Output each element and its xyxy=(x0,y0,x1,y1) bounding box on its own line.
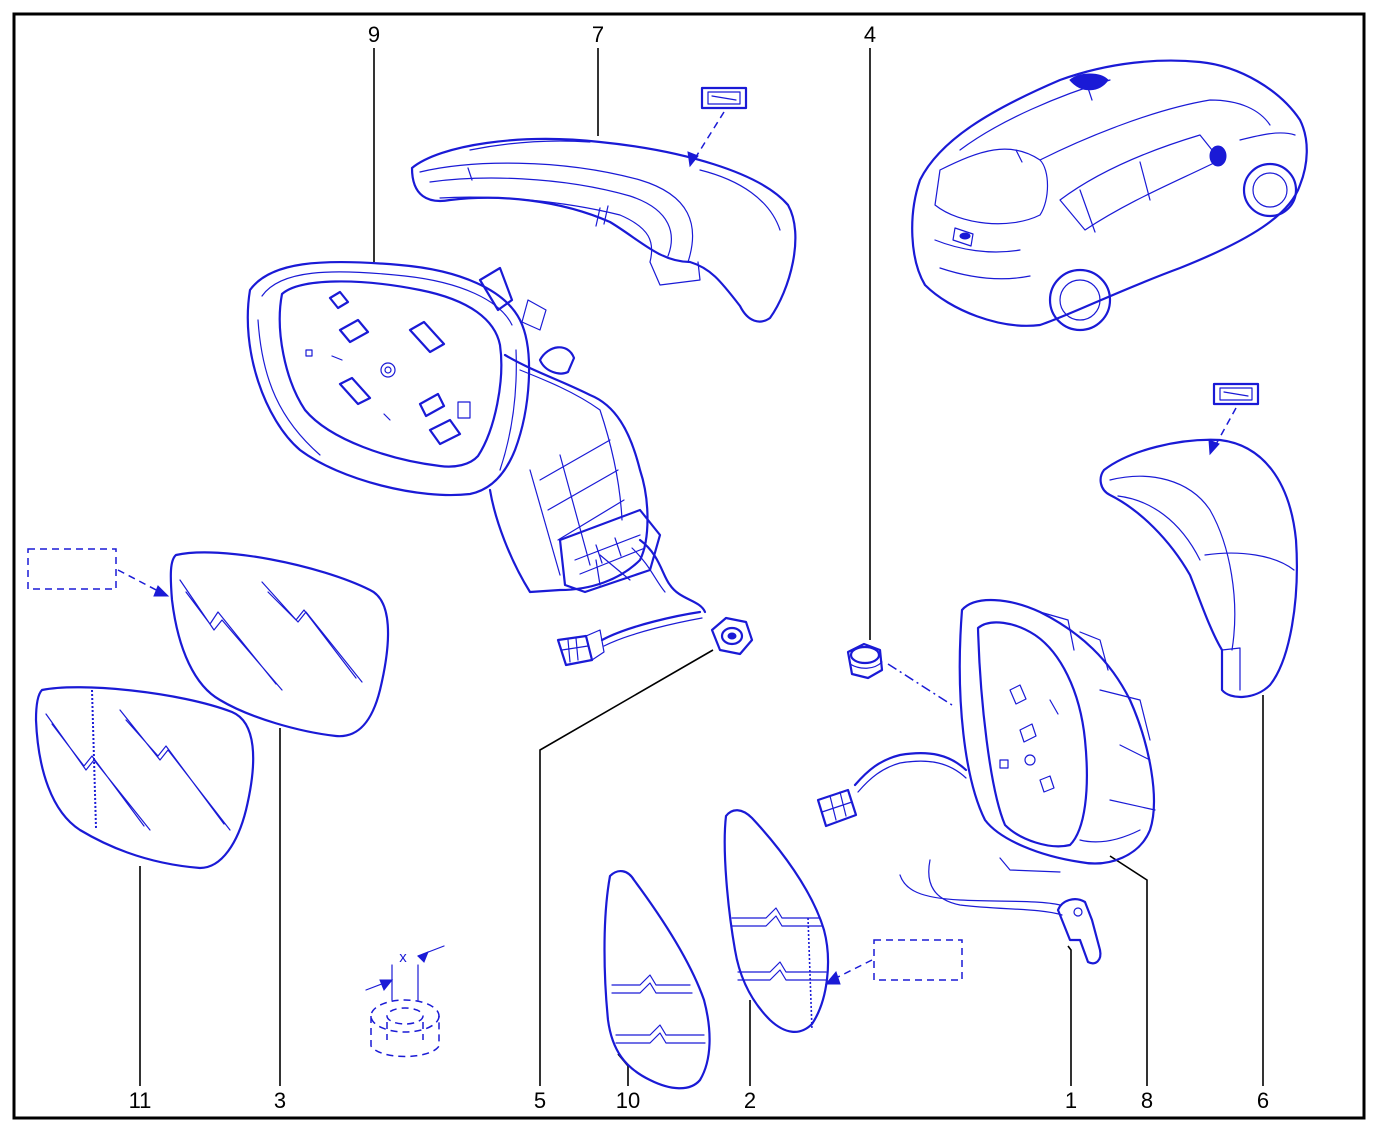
part-5-nut xyxy=(710,616,754,656)
callout-4: 4 xyxy=(864,22,876,47)
leader-lines xyxy=(139,48,1264,1086)
label-zone-left xyxy=(27,548,117,590)
part-1-wire-harness xyxy=(899,859,1102,965)
part-2-mirror-glass-small xyxy=(723,809,963,1033)
part-3-mirror-glass xyxy=(27,548,390,738)
callout-9: 9 xyxy=(368,22,380,47)
part-9-mirror-housing xyxy=(246,260,707,614)
callout-1: 1 xyxy=(1065,1088,1077,1113)
part-4-nut xyxy=(846,642,953,706)
dimension-detail-x: x xyxy=(365,945,445,1058)
part-8-mirror-housing-right xyxy=(816,599,1156,873)
part-7-mirror-cap xyxy=(410,86,797,323)
callout-5: 5 xyxy=(534,1088,546,1113)
callout-7: 7 xyxy=(592,22,604,47)
label-stamp-top xyxy=(700,86,748,110)
callout-10: 10 xyxy=(616,1088,640,1113)
callout-8: 8 xyxy=(1141,1088,1153,1113)
diagram-border xyxy=(12,12,1366,1120)
vehicle-illustration xyxy=(911,59,1308,332)
part-6-mirror-cap-right xyxy=(1099,382,1298,698)
callout-6: 6 xyxy=(1257,1088,1269,1113)
callout-11: 11 xyxy=(129,1088,152,1113)
callout-2: 2 xyxy=(744,1088,756,1113)
part-11-mirror-glass-heated xyxy=(34,686,255,870)
callout-3: 3 xyxy=(274,1088,286,1113)
label-zone-right xyxy=(873,939,963,981)
part-10-mirror-glass-small xyxy=(603,870,711,1090)
dimension-label-x: x xyxy=(399,949,407,966)
mirror-connector-plug-left xyxy=(556,610,703,667)
label-stamp-right xyxy=(1212,382,1260,406)
